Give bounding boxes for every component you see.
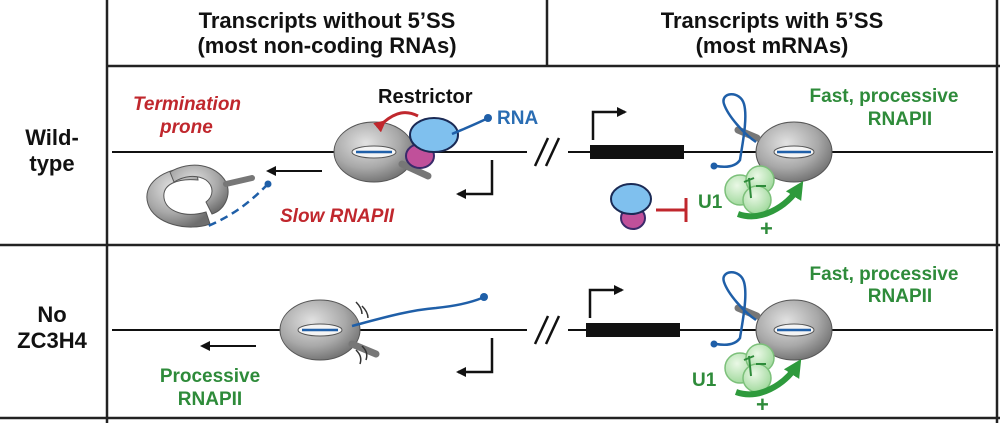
dna-break-mark-top: [533, 137, 561, 167]
u1-snrnp-bottom: [724, 343, 775, 393]
u1-snrnp-top: [724, 165, 775, 215]
restrictor-red-arrow: [373, 111, 419, 133]
inhibited-restrictor-blue: [610, 183, 652, 215]
dna-break-mark-bottom: [533, 315, 561, 345]
rna-loop-top: [715, 93, 757, 168]
released-polymerase: [146, 164, 255, 228]
fast-processive-top-line2: RNAPII: [868, 109, 932, 130]
promoter-forward-bottom: [588, 285, 624, 318]
gene-exon-bottom: [586, 323, 680, 337]
header-left-line2: (most non-coding RNAs): [197, 33, 456, 58]
row-label-mutant-line2: ZC3H4: [17, 328, 87, 353]
nascent-rna-end-bottom: [480, 293, 488, 301]
plus-sign-bottom: +: [756, 392, 769, 417]
promoter-forward-top: [591, 107, 627, 140]
restrictor-blue-subunit: [409, 117, 459, 153]
inhibition-bar: [656, 198, 688, 222]
termination-label-line2: prone: [159, 117, 213, 138]
row-label-wildtype-line1: Wild-: [25, 125, 79, 150]
fast-processive-bottom-line2: RNAPII: [868, 286, 932, 307]
promoter-reverse-bottom: [456, 338, 494, 377]
termination-label-line1: Termination: [133, 94, 241, 115]
header-right-line1: Transcripts with 5’SS: [661, 8, 884, 33]
row-label-mutant-line1: No: [37, 302, 66, 327]
u1-activation-arrow-top: [736, 180, 804, 220]
gene-exon-top: [590, 145, 684, 159]
nascent-rna-end-top: [484, 114, 492, 122]
fast-processive-bottom-line1: Fast, processive: [810, 264, 959, 285]
restrictor-label: Restrictor: [378, 86, 473, 108]
processive-label-line1: Processive: [160, 366, 260, 387]
processive-label-line2: RNAPII: [178, 389, 242, 410]
header-left-line1: Transcripts without 5’SS: [199, 8, 456, 33]
rna-label-top: RNA: [497, 108, 538, 129]
rna-loop-end-top: [710, 162, 718, 170]
nascent-rna-top: [451, 117, 487, 136]
header-right-line2: (most mRNAs): [696, 33, 849, 58]
promoter-reverse-top: [456, 160, 494, 199]
plus-sign-top: +: [760, 216, 773, 241]
slow-rnapii-label: Slow RNAPII: [280, 206, 395, 227]
rna-loop-bottom: [715, 271, 757, 346]
motion-lines: [355, 301, 369, 365]
fast-processive-top-line1: Fast, processive: [810, 86, 959, 107]
released-rna: [207, 183, 269, 228]
nascent-rna-bottom: [351, 296, 483, 328]
u1-label-top: U1: [698, 192, 723, 213]
released-rna-end: [264, 180, 272, 188]
row-label-wildtype-line2: type: [29, 151, 74, 176]
u1-activation-arrow-bottom: [734, 358, 802, 398]
u1-label-bottom: U1: [692, 370, 717, 391]
rna-loop-end-bottom: [710, 340, 718, 348]
